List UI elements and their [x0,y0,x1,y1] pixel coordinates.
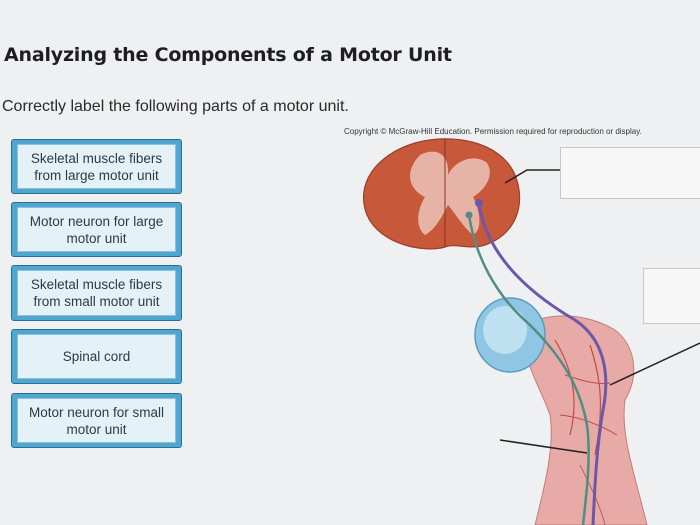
label-neuron-small[interactable]: Motor neuron for small motor unit [11,393,182,448]
spinal-cord-illustration [362,138,521,250]
label-skeletal-small[interactable]: Skeletal muscle fibers from small motor … [11,265,182,321]
label-spinal-cord[interactable]: Spinal cord [11,329,182,384]
label-skeletal-large[interactable]: Skeletal muscle fibers from large motor … [11,139,182,194]
instruction-text: Correctly label the following parts of a… [2,98,349,115]
drop-target-2[interactable] [643,268,700,324]
label-skeletal-small-text: Skeletal muscle fibers from small motor … [17,270,176,316]
label-neuron-large[interactable]: Motor neuron for large motor unit [11,202,182,257]
label-neuron-large-text: Motor neuron for large motor unit [17,207,176,252]
copyright-notice: Copyright © McGraw-Hill Education. Permi… [344,127,642,136]
drop-target-1[interactable] [560,147,700,199]
page-title: Analyzing the Components of a Motor Unit [4,44,452,66]
label-spinal-cord-text: Spinal cord [17,334,176,379]
label-skeletal-large-text: Skeletal muscle fibers from large motor … [17,144,176,189]
label-neuron-small-text: Motor neuron for small motor unit [17,398,176,443]
muscle-illustration [474,297,648,525]
motor-unit-diagram [362,138,700,525]
